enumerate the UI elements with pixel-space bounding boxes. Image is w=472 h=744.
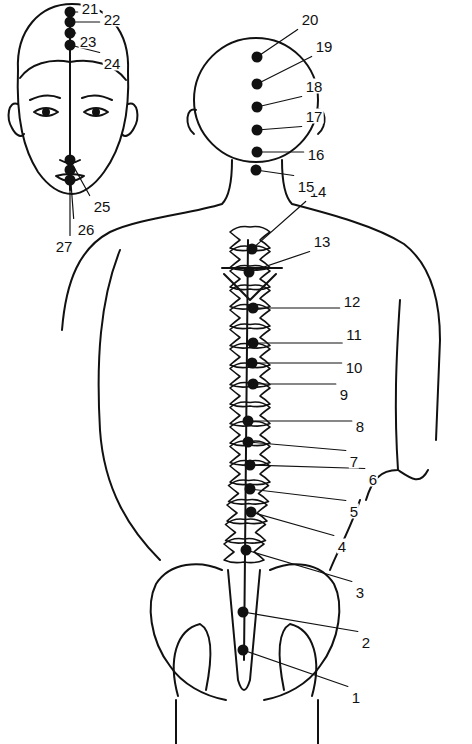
acupoint-dot	[252, 102, 263, 113]
leader-line	[243, 650, 348, 687]
acupoint-dot	[251, 165, 262, 176]
callout-number: 20	[301, 12, 320, 27]
back-figure	[62, 38, 440, 744]
acupoint-dot	[243, 416, 254, 427]
acupoint-dot	[247, 244, 258, 255]
acupoint-dot	[247, 358, 258, 369]
callout-number: 19	[315, 39, 334, 54]
leader-lines	[70, 12, 365, 687]
acupoint-dot	[243, 437, 254, 448]
acupoint-dot	[65, 17, 76, 28]
acupoint-dot	[244, 267, 255, 278]
acupoint-dot	[238, 607, 249, 618]
callout-number: 7	[349, 454, 359, 469]
callout-number: 24	[103, 56, 122, 71]
leader-line	[250, 489, 346, 501]
leader-line	[69, 180, 70, 236]
leader-line	[252, 362, 342, 363]
leader-line	[251, 512, 334, 536]
callout-number: 15	[297, 179, 316, 194]
callout-number: 1	[351, 690, 361, 705]
leader-line	[249, 252, 310, 273]
leader-line	[257, 30, 298, 58]
acupoint-dot	[245, 484, 256, 495]
callout-number: 12	[343, 294, 362, 309]
callout-number: 21	[81, 1, 100, 16]
acupoint-dot	[248, 338, 259, 349]
acupoint-dots	[65, 7, 263, 656]
callout-number: 25	[93, 199, 112, 214]
midline	[244, 240, 248, 660]
leader-line	[256, 170, 294, 176]
callout-number: 26	[77, 222, 96, 237]
callout-number: 16	[307, 147, 326, 162]
leader-line	[253, 307, 340, 308]
acupoint-dot	[252, 125, 263, 136]
leader-line	[253, 342, 342, 343]
acupoint-dot	[245, 460, 256, 471]
acupoint-dot	[65, 28, 76, 39]
acupoint-dot	[241, 545, 252, 556]
leader-line	[248, 442, 346, 451]
callout-number: 6	[368, 472, 378, 487]
acupoint-dot	[252, 52, 263, 63]
leader-line	[257, 127, 302, 131]
acupoint-dot	[248, 379, 259, 390]
callout-number: 18	[305, 79, 324, 94]
leader-line	[246, 550, 352, 582]
acupoint-dot	[238, 645, 249, 656]
callout-number: 2	[361, 635, 371, 650]
callout-number: 23	[79, 34, 98, 49]
acupoint-dot	[246, 507, 257, 518]
acupoint-dot	[65, 7, 76, 18]
callout-number: 22	[103, 12, 122, 27]
callout-number: 27	[55, 239, 74, 254]
callout-number: 3	[355, 585, 365, 600]
acupoint-dot	[252, 147, 263, 158]
acupoint-dot	[248, 303, 259, 314]
leader-line	[250, 465, 365, 469]
callout-number: 9	[339, 387, 349, 402]
leader-line	[248, 420, 352, 421]
acupoint-dot	[65, 40, 76, 51]
callout-number: 13	[313, 234, 332, 249]
callout-number: 17	[305, 109, 324, 124]
leader-line	[253, 383, 336, 384]
acupoint-dot	[65, 175, 76, 186]
callout-number: 11	[345, 327, 363, 342]
callout-number: 10	[345, 360, 364, 375]
leader-line	[252, 202, 306, 250]
leader-line	[257, 151, 304, 152]
callout-number: 8	[355, 419, 365, 434]
face-figure	[9, 4, 138, 194]
callout-number: 5	[349, 504, 359, 519]
leader-line	[257, 57, 312, 85]
leader-line	[257, 97, 302, 108]
callout-number: 4	[337, 539, 347, 554]
acupoint-dot	[65, 155, 76, 166]
leader-line	[243, 612, 358, 632]
acupoint-dot	[252, 79, 263, 90]
acupoint-dot	[65, 165, 76, 176]
